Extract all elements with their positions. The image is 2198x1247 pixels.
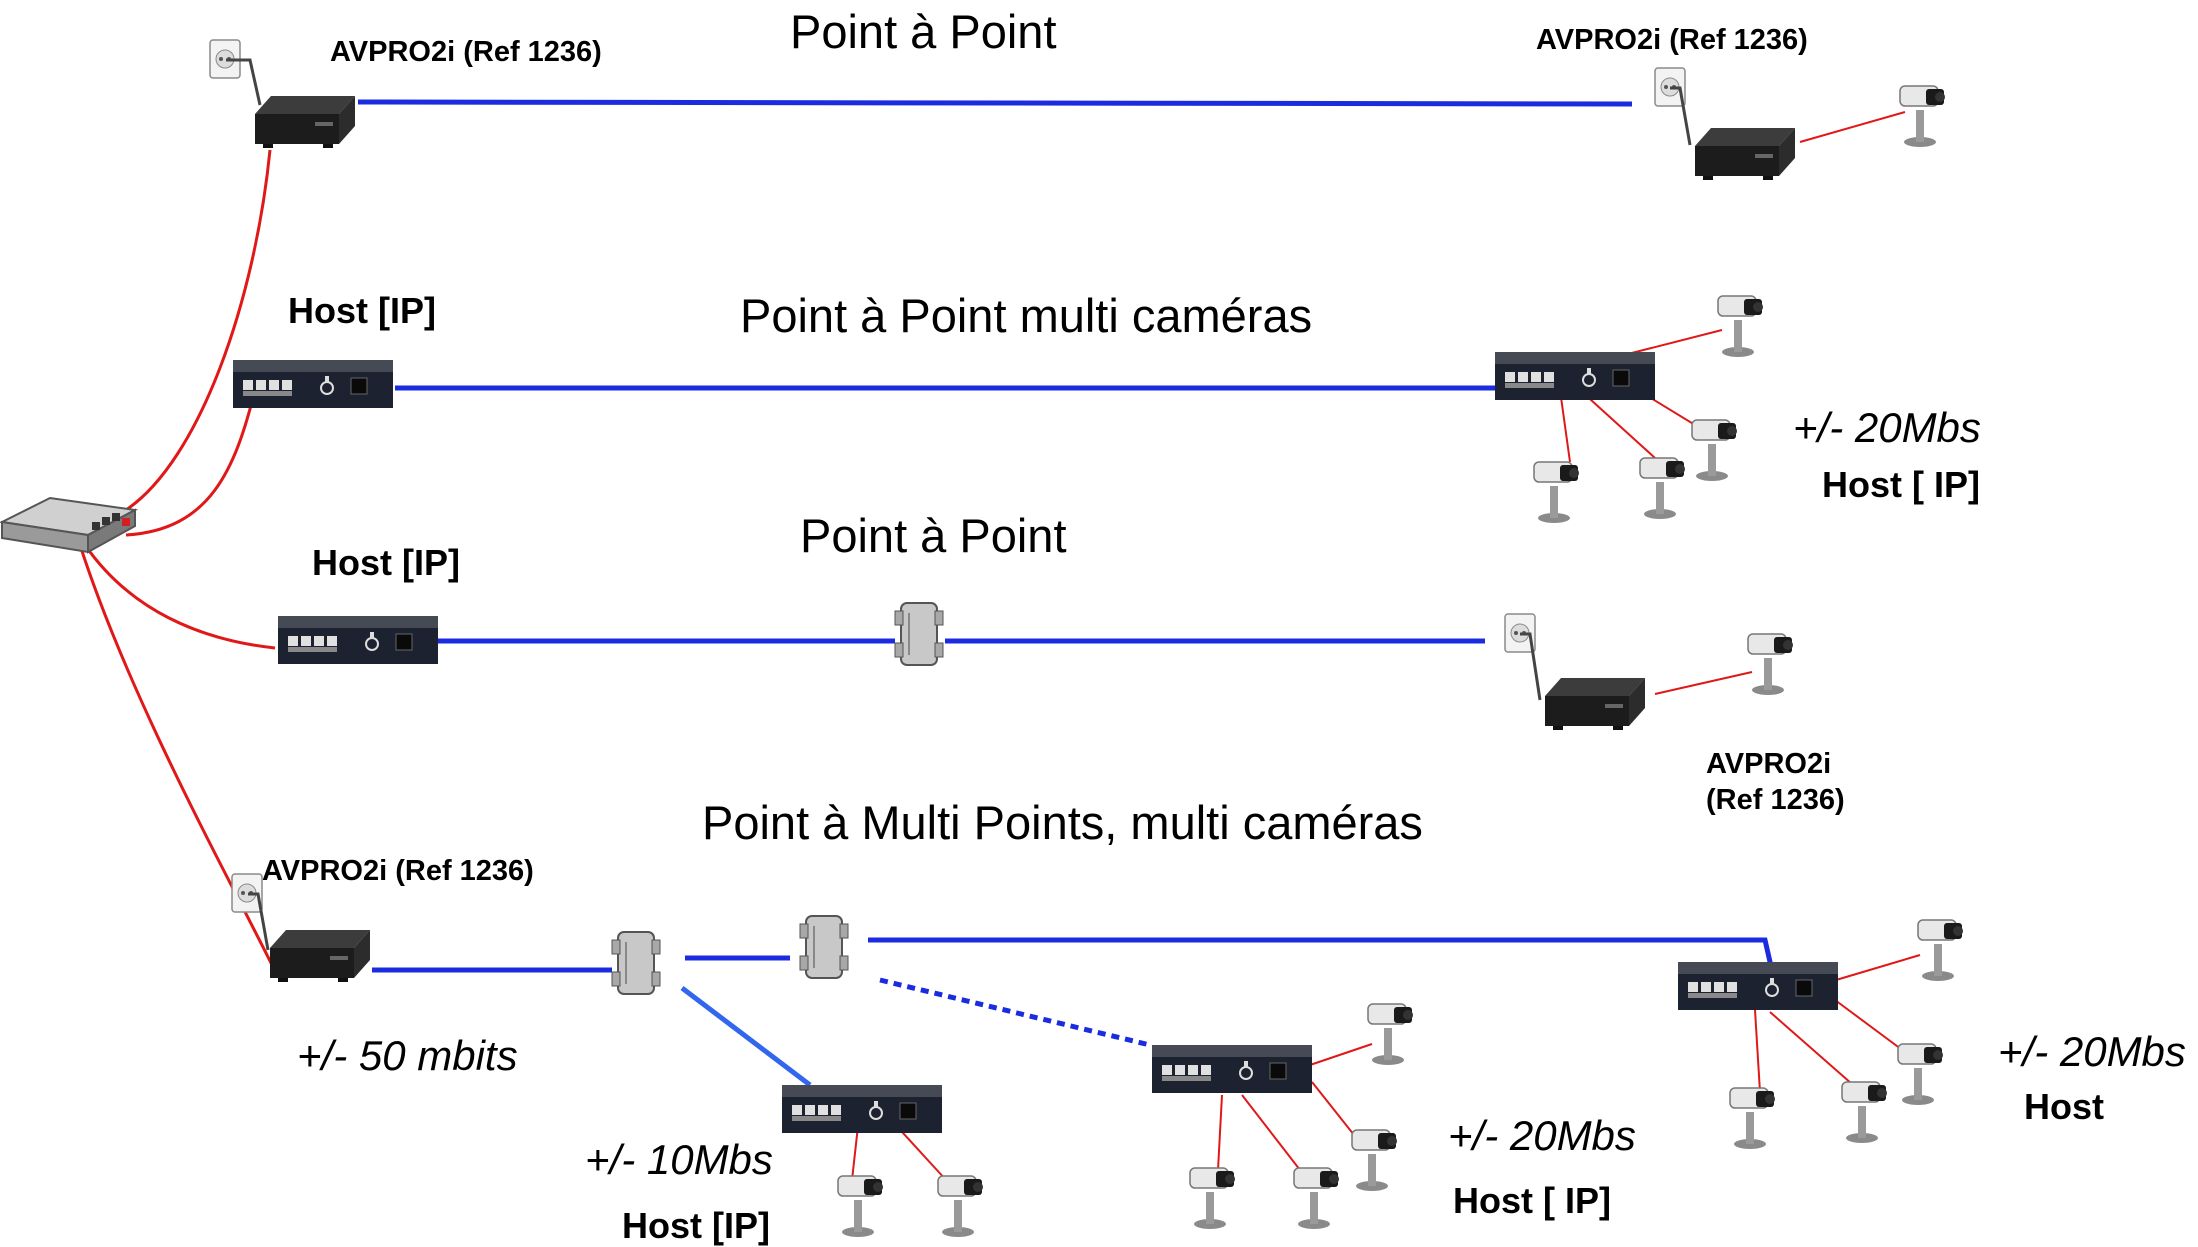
ip-camera-icon — [1293, 1167, 1340, 1230]
wall-outlet-icon — [231, 873, 270, 951]
title-row1: Point à Point — [790, 5, 1057, 58]
title-row3: Point à Point — [800, 509, 1067, 562]
coax-splitter-icon — [799, 915, 849, 979]
host-ip-box-icon — [1677, 961, 1839, 1011]
avpro-adapter-icon — [1695, 128, 1795, 180]
ip-camera-icon — [1639, 457, 1686, 520]
camera-links — [851, 111, 1921, 1181]
coax-splitter-icon — [894, 602, 944, 666]
rate-label-row4-b: +/- 20Mbs — [1448, 1112, 1636, 1159]
host-ip-box-icon — [1151, 1044, 1313, 1094]
host-ip-box-icon — [232, 359, 394, 409]
link-switch-host-row2 — [125, 389, 257, 537]
network-switch-icon — [0, 496, 139, 554]
avpro-label-top-left: AVPRO2i (Ref 1236) — [330, 36, 602, 68]
coax-links — [357, 99, 1781, 1048]
ip-camera-icon — [1691, 419, 1738, 482]
wall-outlet-icon — [209, 39, 262, 106]
host-ip-box-icon — [781, 1084, 943, 1134]
coax-row4-c — [868, 937, 1781, 998]
ip-camera-icon — [1717, 295, 1764, 358]
ip-camera-icon — [1917, 919, 1964, 982]
ip-camera-icon — [1729, 1087, 1776, 1150]
ip-camera-icon — [1841, 1081, 1888, 1144]
wall-outlet-icon — [1654, 67, 1692, 146]
title-row4: Point à Multi Points, multi caméras — [702, 796, 1423, 849]
link-switch-host-row3 — [83, 544, 276, 650]
rate-label-row2: +/- 20Mbs — [1793, 404, 1981, 451]
ip-camera-icon — [1367, 1003, 1414, 1066]
avpro-label-row3-line1: AVPRO2i — [1706, 748, 1832, 780]
host-ip-box-icon — [1494, 351, 1656, 401]
link-switch-avpro-row4 — [78, 544, 274, 966]
ethernet-links — [78, 149, 276, 966]
coax-splitter-icon — [611, 931, 661, 995]
ip-camera-icon — [1899, 85, 1946, 148]
host-label-row4-a: Host [IP] — [622, 1205, 770, 1246]
ip-camera-icon — [1747, 633, 1794, 696]
rate-label-row4-source: +/- 50 mbits — [297, 1032, 518, 1079]
host-ip-box-icon — [277, 615, 439, 665]
ip-camera-icon — [1351, 1129, 1398, 1192]
ip-camera-icon — [937, 1175, 984, 1238]
host-label-row4-b: Host [ IP] — [1453, 1180, 1611, 1221]
wall-outlet-icon — [1504, 613, 1542, 701]
host-label-row3-left: Host [IP] — [312, 542, 460, 583]
host-label-row2-right: Host [ IP] — [1822, 464, 1980, 505]
coax-row1 — [357, 99, 1633, 107]
coax-row4-dotted — [879, 977, 1151, 1048]
avpro-label-row4: AVPRO2i (Ref 1236) — [262, 855, 534, 887]
ip-camera-icon — [1189, 1167, 1236, 1230]
ip-camera-icon — [1533, 461, 1580, 524]
title-row2: Point à Point multi caméras — [740, 289, 1313, 342]
avpro-adapter-icon — [1545, 678, 1645, 730]
avpro-label-row3-line2: (Ref 1236) — [1706, 784, 1845, 816]
ip-camera-icon — [1897, 1043, 1944, 1106]
host-label-row2-left: Host [IP] — [288, 290, 436, 331]
avpro-adapter-icon — [255, 96, 355, 148]
rate-label-row4-c: +/- 20Mbs — [1998, 1028, 2186, 1075]
ip-camera-icon — [837, 1175, 884, 1238]
coax-row4-light — [680, 986, 812, 1087]
host-label-row4-c: Host — [2024, 1086, 2104, 1127]
link-switch-avpro-top — [125, 149, 272, 512]
rate-label-row4-a: +/- 10Mbs — [585, 1136, 773, 1183]
avpro-adapter-icon — [270, 930, 370, 982]
avpro-label-top-right: AVPRO2i (Ref 1236) — [1536, 24, 1808, 56]
